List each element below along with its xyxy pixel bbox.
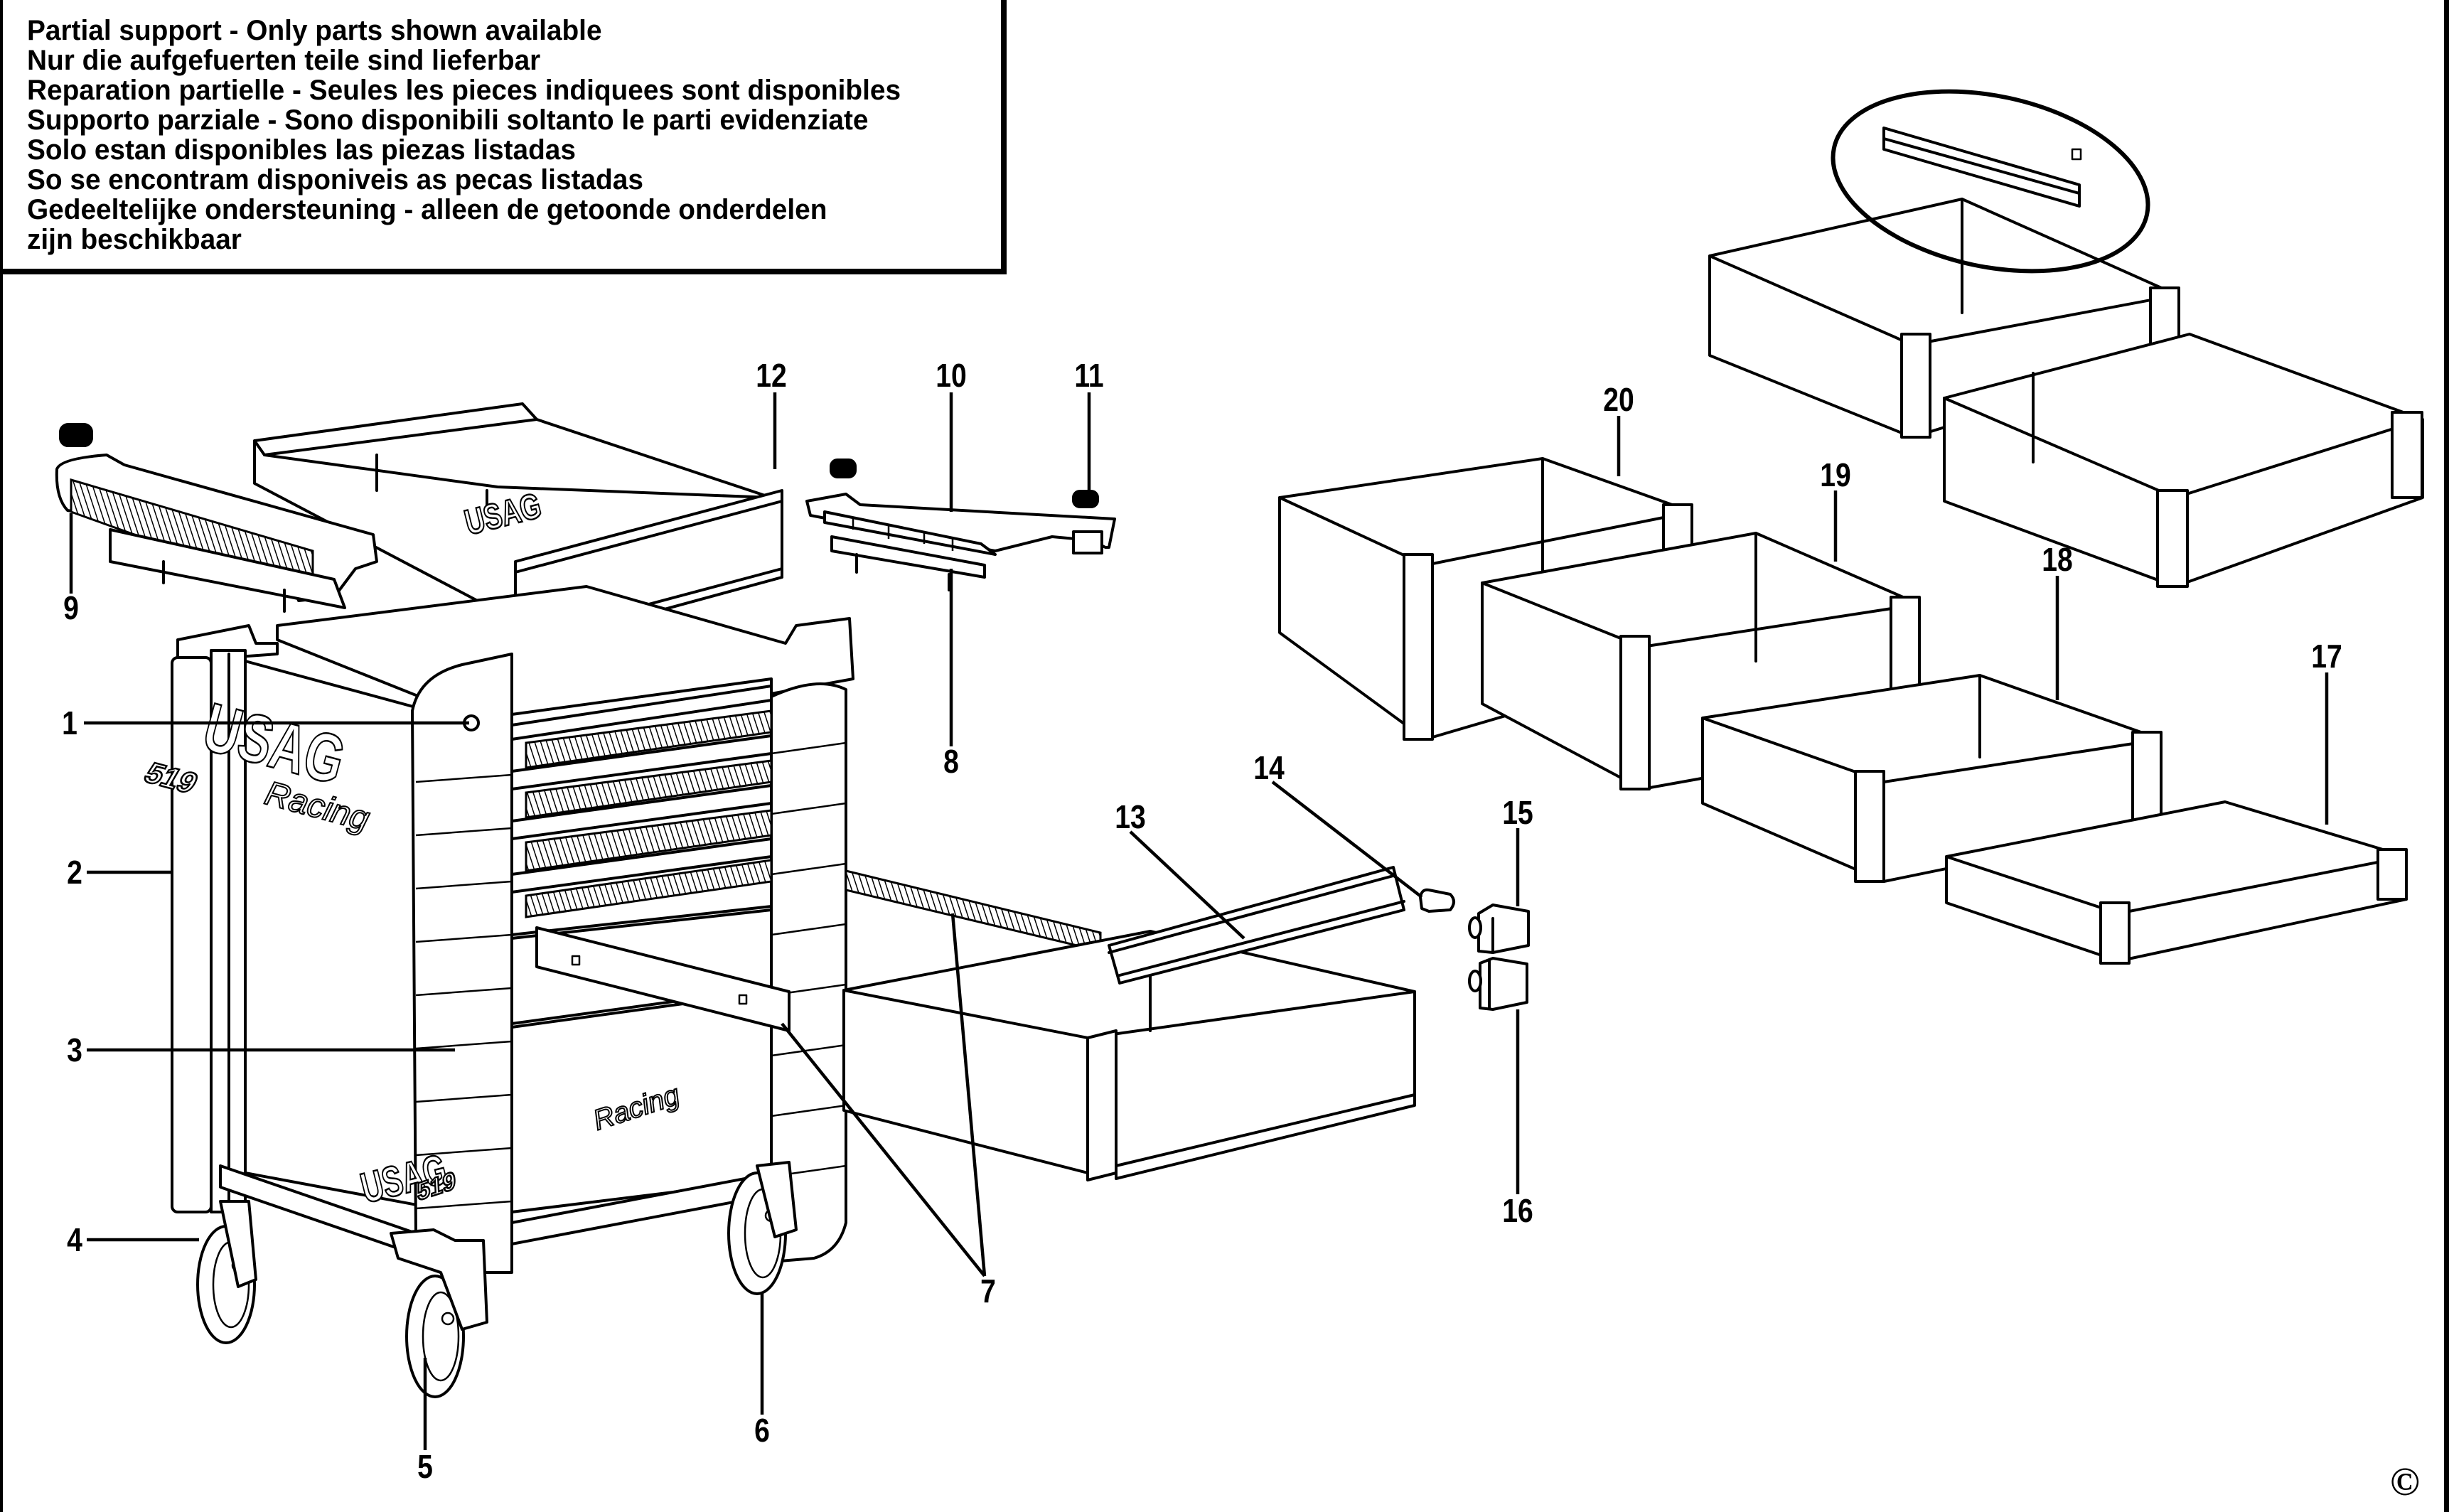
- part-16-end-cap: [1468, 957, 1528, 1011]
- callout-13: 13: [1115, 798, 1146, 835]
- notice-line-es: Solo estan disponibles las piezas listad…: [27, 134, 576, 166]
- copyright-symbol: ©: [2390, 1460, 2420, 1504]
- notice-line-nl: Gedeeltelijke ondersteuning - alleen de …: [27, 194, 827, 225]
- callout-14: 14: [1253, 749, 1285, 786]
- callout-15: 15: [1502, 794, 1533, 831]
- callout-20: 20: [1603, 381, 1634, 418]
- upper-deep-drawer: [1943, 333, 2424, 588]
- callout-1: 1: [62, 704, 77, 741]
- part-6-caster-front-right: [727, 1161, 798, 1295]
- part-18-drawer: [1701, 674, 2163, 883]
- notice-line-en: Partial support - Only parts shown avail…: [27, 15, 602, 46]
- callout-4: 4: [67, 1221, 82, 1258]
- part-10-cap: [830, 459, 857, 478]
- callout-8: 8: [943, 743, 959, 780]
- callout-7: 7: [980, 1272, 996, 1309]
- callout-6: 6: [754, 1412, 770, 1449]
- part-7-rail: [845, 869, 1102, 953]
- part-11-handle-cap: [1072, 490, 1099, 508]
- part-5-caster-front-brake: [390, 1228, 488, 1398]
- part-9-cap: [59, 423, 93, 447]
- callout-9: 9: [63, 589, 79, 626]
- highlighted-divider-part: [1831, 89, 2150, 274]
- callout-18: 18: [2042, 541, 2073, 578]
- callout-11: 11: [1074, 357, 1104, 394]
- page-border-right: [2444, 0, 2449, 1512]
- part-4-caster-rear-left: [196, 1200, 257, 1344]
- part-13-drawer: [842, 866, 1416, 1181]
- notice-line-nl-cont: zijn beschikbaar: [27, 224, 242, 255]
- part-8-trim-bar: [830, 535, 986, 591]
- trolley-body: USAG Racing 519: [137, 585, 854, 1274]
- callout-3: 3: [67, 1031, 82, 1068]
- callout-2: 2: [67, 854, 82, 891]
- callout-10: 10: [936, 357, 967, 394]
- partial-support-notice: Partial support - Only parts shown avail…: [0, 0, 1007, 274]
- notice-line-fr: Reparation partielle - Seules les pieces…: [27, 75, 901, 106]
- part-10-right-handle: [805, 459, 1116, 556]
- notice-line-de: Nur die aufgefuerten teile sind lieferba…: [27, 45, 541, 76]
- part-15-drawer-stop: [1468, 904, 1530, 954]
- callout-16: 16: [1502, 1192, 1533, 1229]
- leader-lines: [69, 392, 2329, 1450]
- callout-17: 17: [2311, 638, 2342, 675]
- notice-line-pt: So se encontram disponiveis as pecas lis…: [27, 164, 643, 195]
- part-9-left-handle: [55, 423, 378, 613]
- callout-19: 19: [1820, 456, 1851, 493]
- callout-12: 12: [756, 357, 787, 394]
- notice-line-it: Supporto parziale - Sono disponibili sol…: [27, 104, 869, 136]
- part-17-drawer: [1945, 800, 2408, 965]
- callout-5: 5: [417, 1448, 433, 1485]
- part-14-clip: [1419, 888, 1455, 913]
